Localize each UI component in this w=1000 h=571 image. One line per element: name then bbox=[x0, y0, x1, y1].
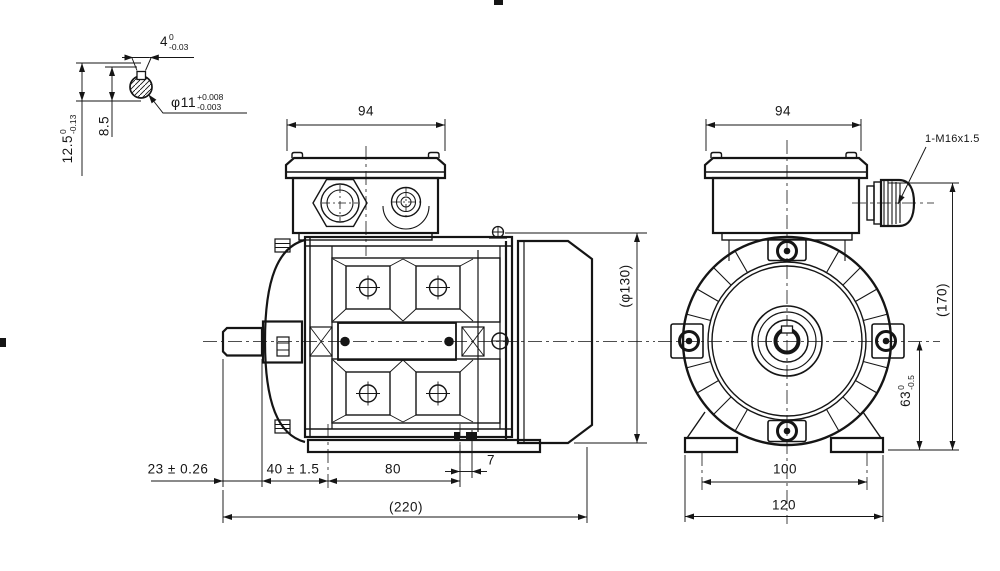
terminal-box-front bbox=[711, 176, 861, 235]
dim-foot-hole-span: 100 bbox=[772, 461, 798, 477]
dim-terminal-box-width-side: 94 bbox=[357, 103, 375, 119]
cable-gland-hex bbox=[312, 178, 368, 228]
dim-foot-hole-spacing: 80 bbox=[384, 461, 402, 477]
bearing-rear bbox=[461, 326, 485, 357]
foot-left bbox=[683, 436, 739, 454]
rotor bbox=[337, 322, 457, 361]
edge-artifacts bbox=[0, 0, 503, 347]
front-view-dimension-lines bbox=[684, 119, 959, 522]
frame-outer-circle bbox=[681, 235, 893, 447]
label-cable-gland: 1-M16x1.5 bbox=[925, 133, 980, 145]
terminal-box-lid-front bbox=[703, 156, 869, 180]
dim-base-width: 120 bbox=[771, 497, 797, 513]
centerlines bbox=[203, 140, 940, 524]
dim-fan-cover-diameter: (φ130) bbox=[617, 264, 633, 308]
side-view-dimension-lines bbox=[151, 119, 647, 523]
cable-gland-small bbox=[390, 186, 422, 218]
drive-end-shield bbox=[263, 238, 306, 444]
lug-left bbox=[670, 323, 704, 359]
dim-overall-height: (170) bbox=[934, 282, 950, 318]
dim-shaft-length: 23 ± 0.26 bbox=[147, 461, 209, 477]
cable-gland-dome bbox=[879, 178, 916, 228]
lug-right bbox=[871, 323, 905, 359]
gland-leader bbox=[897, 146, 927, 205]
cooling-fins bbox=[686, 250, 888, 432]
stator-bottom bbox=[331, 358, 501, 424]
shaft-key-detail-view bbox=[76, 54, 247, 176]
dim-foot-slot-width: 7 bbox=[486, 452, 496, 468]
dim-overall-length: (220) bbox=[388, 499, 424, 515]
dim-terminal-box-width-front: 94 bbox=[774, 103, 792, 119]
dim-keyseat-depth: 8.5 bbox=[96, 115, 112, 137]
terminal-box-lid bbox=[284, 156, 447, 180]
dim-shaft-diameter: φ11+0.008-0.003 bbox=[171, 92, 224, 112]
foot-base bbox=[306, 438, 542, 454]
fan-cover bbox=[516, 239, 594, 445]
stator-top bbox=[331, 257, 501, 323]
motor-side-view bbox=[151, 119, 647, 523]
foot-right bbox=[829, 436, 885, 454]
dim-shoulder-to-foot-hole: 40 ± 1.5 bbox=[266, 461, 320, 477]
keyway-notch bbox=[780, 325, 794, 334]
motor-front-view bbox=[670, 119, 959, 522]
detail-dimension-lines bbox=[76, 54, 247, 176]
bearing-front bbox=[309, 326, 333, 357]
